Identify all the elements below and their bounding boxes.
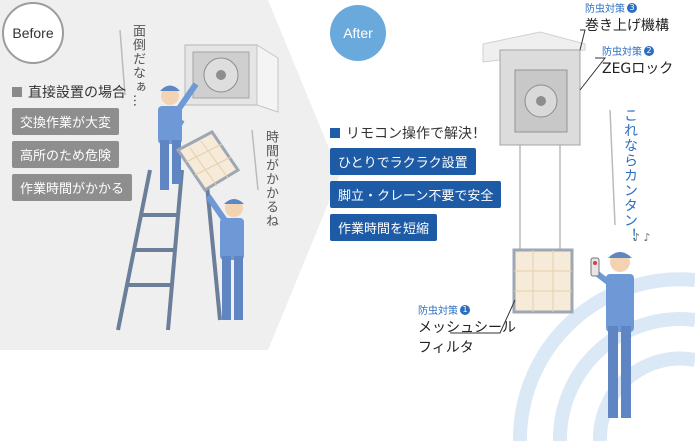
- after-badge: After: [330, 5, 386, 61]
- feature-3-label: 防虫対策 3 巻き上げ機構: [585, 2, 669, 34]
- after-item: ひとりでラクラク設置: [330, 148, 476, 175]
- feature-number-badge: 2: [644, 45, 654, 56]
- after-item: 作業時間を短縮: [330, 214, 438, 241]
- bullet-square: [330, 128, 340, 138]
- speech-bubble-top: 面倒だなぁ…: [130, 24, 145, 108]
- slogan: これならカンタン！: [622, 108, 638, 243]
- music-notes-icon: ♪ ♪: [633, 231, 651, 244]
- feature-number-badge: 3: [627, 2, 637, 13]
- feature-1-label: 防虫対策 1 メッシュシール フィルタ: [418, 304, 516, 356]
- worker-on-ladder: [158, 82, 199, 190]
- worker-ground: [205, 194, 244, 320]
- before-badge: Before: [2, 2, 64, 64]
- before-item: 交換作業が大変: [12, 108, 120, 135]
- speech-bubble-right: 時間がかかるね: [263, 130, 278, 228]
- worker-with-remote: [590, 252, 634, 418]
- after-heading: リモコン操作で解決！: [330, 123, 486, 143]
- filter-after: [512, 248, 574, 314]
- before-item: 高所のため危険: [12, 141, 120, 168]
- filter-before: [175, 130, 241, 193]
- after-item: 脚立・クレーン不要で安全: [330, 181, 502, 208]
- before-heading: 直接設置の場合: [12, 82, 126, 102]
- leader-lines: [450, 29, 607, 334]
- ventilation-fan-after: [482, 31, 586, 250]
- feature-number-badge: 1: [460, 304, 470, 315]
- before-list: 交換作業が大変 高所のため危険 作業時間がかかる: [12, 108, 133, 201]
- before-item: 作業時間がかかる: [12, 174, 133, 201]
- bullet-square: [12, 87, 22, 97]
- ventilation-fan-before: [184, 44, 279, 113]
- after-list: ひとりでラクラク設置 脚立・クレーン不要で安全 作業時間を短縮: [330, 148, 502, 241]
- feature-2-label: 防虫対策 2 ZEGロック: [602, 45, 674, 77]
